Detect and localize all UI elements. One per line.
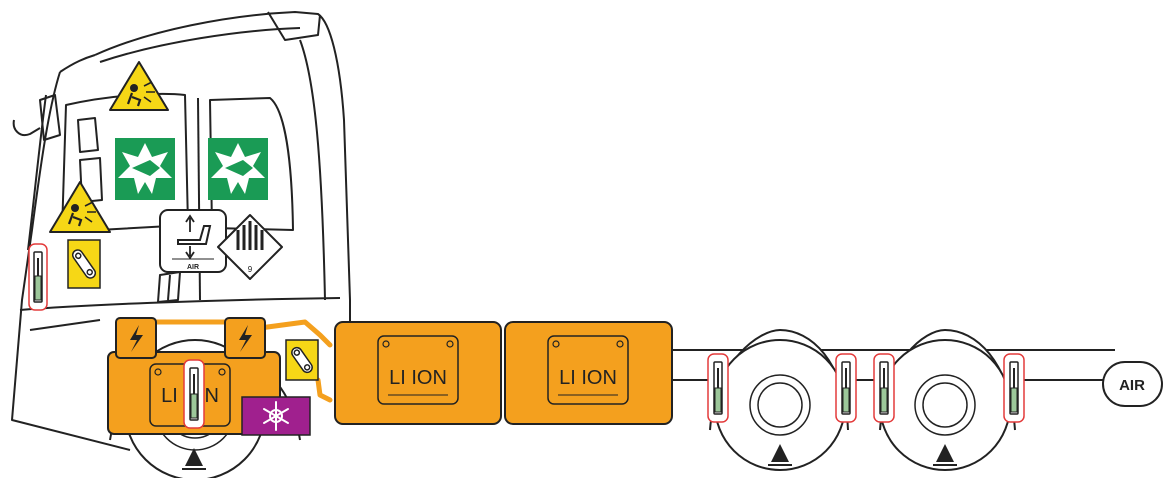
seat-air-adjust-icon: AIR [159,209,227,273]
coolant-icon [241,396,311,436]
fuse-icon [285,339,319,381]
emergency-glass-break-icon [208,138,268,200]
battery-pack-rear: LI ION [504,321,673,425]
seat-air-label: AIR [187,264,199,271]
air-tank: AIR [1102,361,1163,407]
cutoff-handle-icon [835,353,857,423]
wheel-chock-arrow-icon [182,448,206,470]
high-voltage-icon [115,317,157,359]
cutoff-handle-icon [183,359,205,429]
hazard-class-number: 9 [248,265,253,274]
hazard-class-9-icon: 9 [217,214,283,280]
wheel-chock-arrow-icon [933,444,957,466]
airbag-warning-icon [109,61,169,111]
emergency-glass-break-icon [115,138,175,200]
battery-label-rear: LI ION [559,367,617,389]
wheel-chock-arrow-icon [768,444,792,466]
cutoff-handle-icon [873,353,895,423]
fuse-icon [67,239,101,289]
rear-wheel-2 [879,328,1016,471]
battery-pack-middle: LI ION [334,321,502,425]
battery-label-middle: LI ION [389,367,447,389]
air-tank-label: AIR [1119,377,1145,394]
high-voltage-icon [224,317,266,359]
cutoff-handle-icon [28,243,48,311]
airbag-warning-icon [49,181,111,233]
cutoff-handle-icon [707,353,729,423]
cutoff-handle-icon [1003,353,1025,423]
